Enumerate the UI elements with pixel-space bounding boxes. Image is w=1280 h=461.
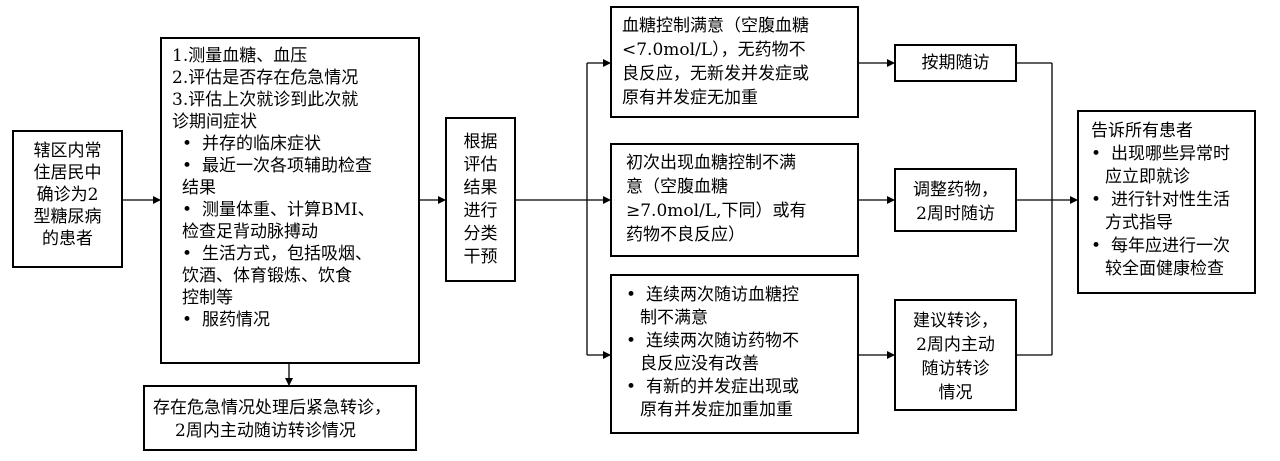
unsatisfied-box: 初次出现血糖控制不满 意（空腹血糖 ≥7.0mol/L,下同）或有 药物不良反应… bbox=[610, 143, 859, 257]
emergency-line-1: 存在危急情况处理后紧急转诊， bbox=[153, 398, 391, 418]
assess-item-3: 3.评估上次就诊到此次就 bbox=[172, 90, 359, 110]
residents-line-2: 住居民中 bbox=[33, 163, 102, 183]
satisfied-line-1: 血糖控制满意（空腹血糖 bbox=[622, 16, 809, 36]
adjust-line-1: 调整药物， bbox=[913, 180, 998, 200]
twice-unsatisfied-box: 连续两次随访血糖控 制不满意 连续两次随访药物不 良反应没有改善 有新的并发症出… bbox=[610, 274, 859, 434]
adjust-line-2: 2周时随访 bbox=[916, 204, 995, 224]
twice-bullet-complication: 有新的并发症出现或 原有并发症加重加重 bbox=[616, 376, 857, 422]
classify-line-6: 干预 bbox=[463, 247, 498, 267]
referral-box: 建议转诊， 2周内主动 随访转诊 情况 bbox=[894, 299, 1017, 411]
unsatisfied-line-3: ≥7.0mol/L,下同）或有 bbox=[626, 201, 807, 221]
classify-line-1: 根据 bbox=[463, 132, 498, 152]
unsatisfied-line-1: 初次出现血糖控制不满 bbox=[626, 153, 796, 173]
followup-label: 按期随访 bbox=[921, 53, 990, 73]
unsatisfied-line-4: 药物不良反应） bbox=[626, 225, 745, 245]
assess-item-1: 1.测量血糖、血压 bbox=[172, 46, 308, 66]
tell-title: 告诉所有患者 bbox=[1091, 121, 1193, 141]
assess-bullet-medication: 服药情况 bbox=[172, 309, 414, 331]
assess-bullet-exams: 最近一次各项辅助检查 结果 bbox=[172, 155, 414, 199]
classify-box: 根据 评估 结果 进行 分类 干预 bbox=[445, 117, 516, 282]
satisfied-line-3: 良反应，无新发并发症或 bbox=[622, 64, 809, 84]
followup-box: 按期随访 bbox=[894, 44, 1017, 82]
referral-line-2: 2周内主动 bbox=[916, 335, 995, 355]
satisfied-line-2: <7.0mol/L），无药物不 bbox=[622, 40, 806, 60]
twice-bullet-glucose: 连续两次随访血糖控 制不满意 bbox=[616, 284, 857, 330]
classify-line-5: 分类 bbox=[463, 224, 498, 244]
residents-box: 辖区内常 住居民中 确诊为2 型糖尿病 的患者 bbox=[12, 130, 123, 268]
assess-item-2: 2.评估是否存在危急情况 bbox=[172, 68, 359, 88]
referral-line-4: 情况 bbox=[938, 383, 973, 403]
classify-line-4: 进行 bbox=[463, 201, 498, 221]
tell-patients-box: 告诉所有患者 出现哪些异常时 应立即就诊 进行针对性生活 方式指导 每年应进行一… bbox=[1077, 110, 1256, 294]
residents-line-3: 确诊为2 bbox=[36, 185, 99, 205]
tell-bullet-annual-check: 每年应进行一次 较全面健康检查 bbox=[1081, 235, 1254, 281]
tell-bullet-lifestyle: 进行针对性生活 方式指导 bbox=[1081, 189, 1254, 235]
emergency-box: 存在危急情况处理后紧急转诊， 2周内主动随访转诊情况 bbox=[143, 385, 417, 451]
residents-line-1: 辖区内常 bbox=[33, 141, 102, 161]
referral-line-1: 建议转诊， bbox=[913, 311, 998, 331]
twice-bullet-drug: 连续两次随访药物不 良反应没有改善 bbox=[616, 330, 857, 376]
residents-line-5: 的患者 bbox=[42, 229, 93, 249]
unsatisfied-line-2: 意（空腹血糖 bbox=[626, 177, 728, 197]
residents-line-4: 型糖尿病 bbox=[33, 207, 102, 227]
emergency-line-2: 2周内主动随访转诊情况 bbox=[175, 421, 356, 441]
classify-line-3: 结果 bbox=[463, 178, 498, 198]
assess-bullet-lifestyle: 生活方式，包括吸烟、 饮酒、体育锻炼、饮食 控制等 bbox=[172, 243, 414, 309]
referral-line-3: 随访转诊 bbox=[921, 359, 990, 379]
assess-bullet-bmi: 测量体重、计算BMI、 检查足背动脉搏动 bbox=[172, 199, 414, 243]
satisfied-box: 血糖控制满意（空腹血糖 <7.0mol/L），无药物不 良反应，无新发并发症或 … bbox=[610, 6, 859, 118]
adjust-box: 调整药物， 2周时随访 bbox=[894, 168, 1017, 232]
classify-line-2: 评估 bbox=[463, 155, 498, 175]
assess-item-3-cont: 诊期间症状 bbox=[172, 112, 257, 132]
assess-bullet-symptoms: 并存的临床症状 bbox=[172, 133, 414, 155]
assessment-box: 1.测量血糖、血压 2.评估是否存在危急情况 3.评估上次就诊到此次就 诊期间症… bbox=[160, 37, 420, 364]
satisfied-line-4: 原有并发症无加重 bbox=[622, 88, 758, 108]
tell-bullet-abnormal: 出现哪些异常时 应立即就诊 bbox=[1081, 143, 1254, 189]
